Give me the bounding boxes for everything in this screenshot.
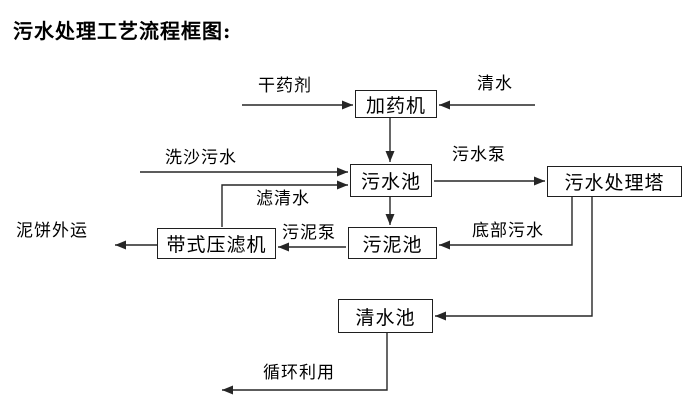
label-sand-washing-sewage: 洗沙污水 xyxy=(165,148,237,168)
bottom-sewage-arrow xyxy=(439,197,573,250)
recycle-arrow xyxy=(222,333,388,395)
node-sludge-pool: 污泥池 xyxy=(348,227,437,259)
label-recycle-use: 循环利用 xyxy=(263,363,335,383)
node-dosing-machine: 加药机 xyxy=(355,90,437,118)
filtered-water-arrow xyxy=(221,180,348,227)
node-sewage-pool: 污水池 xyxy=(350,164,432,197)
label-bottom-sewage: 底部污水 xyxy=(472,221,544,241)
node-treatment-tower: 污水处理塔 xyxy=(547,166,682,197)
label-dry-chemical: 干药剂 xyxy=(258,76,312,96)
label-mud-cake-transport: 泥饼外运 xyxy=(16,221,88,241)
label-filtered-water: 滤清水 xyxy=(256,189,310,209)
tower-to-clean-arrow xyxy=(435,197,593,321)
label-clean-water: 清水 xyxy=(477,74,513,94)
page-title: 污水处理工艺流程框图: xyxy=(13,19,232,43)
label-sludge-pump: 污泥泵 xyxy=(282,223,336,243)
label-sewage-pump: 污水泵 xyxy=(452,145,506,165)
node-belt-filter-press: 带式压滤机 xyxy=(157,228,276,259)
node-clean-water-pool: 清水池 xyxy=(338,299,433,333)
